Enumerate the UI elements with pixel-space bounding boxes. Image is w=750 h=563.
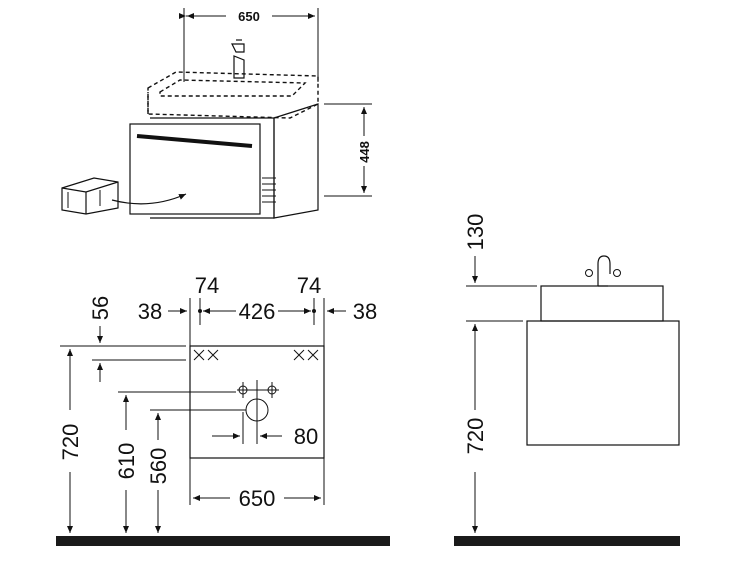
vanity-cabinet: [111, 103, 319, 219]
dim-610: 610: [114, 443, 139, 480]
front-top-dimensions: 74 74 38 426 38: [138, 273, 377, 346]
dim-426: 426: [239, 299, 276, 324]
dim-130: 130: [463, 214, 488, 251]
washbasin-outline: [147, 71, 319, 119]
drawer-front: [129, 123, 261, 215]
dim-56: 56: [88, 296, 113, 320]
dim-38-right: 38: [353, 299, 377, 324]
tap-and-waste-holes: [237, 380, 279, 430]
top-height-dimension: 448: [324, 103, 372, 197]
front-cabinet-outline: [189, 345, 325, 459]
side-basin-outline: [540, 285, 664, 322]
dim-38-left: 38: [138, 299, 162, 324]
top-width-dimension: 650: [179, 8, 319, 82]
dim-560: 560: [146, 448, 171, 485]
faucet-icon: [231, 39, 245, 79]
side-floor-line: [454, 536, 680, 546]
side-dim-720-group: 720: [463, 324, 488, 533]
top-height-label: 448: [357, 141, 372, 163]
top-width-label: 650: [238, 9, 260, 24]
dim-720-front: 720: [58, 424, 83, 461]
dim-720-side: 720: [463, 418, 488, 455]
dim-650-group: 650: [189, 458, 325, 511]
side-dim-130-group: 130: [463, 214, 537, 322]
dim-80-group: 80: [212, 412, 318, 449]
product-perspective-view: 650: [61, 8, 372, 219]
dim-650-bottom: 650: [239, 486, 276, 511]
side-cabinet-outline: [526, 320, 680, 446]
dim-74-right: 74: [297, 273, 321, 298]
drawer-handle: [136, 134, 253, 148]
drawer-insert: [61, 177, 119, 215]
dim-74-left: 74: [195, 273, 219, 298]
side-faucet-icon: [585, 255, 621, 287]
dim-80: 80: [294, 424, 318, 449]
front-elevation-view: 74 74 38 426 38 56 720 610: [56, 273, 390, 546]
front-floor-line: [56, 536, 390, 546]
side-elevation-view: 130 720: [454, 214, 680, 546]
dim-56-group: 56: [88, 296, 186, 382]
mounting-marks: [193, 349, 319, 361]
height-dimensions: 720 610 560: [58, 345, 246, 533]
